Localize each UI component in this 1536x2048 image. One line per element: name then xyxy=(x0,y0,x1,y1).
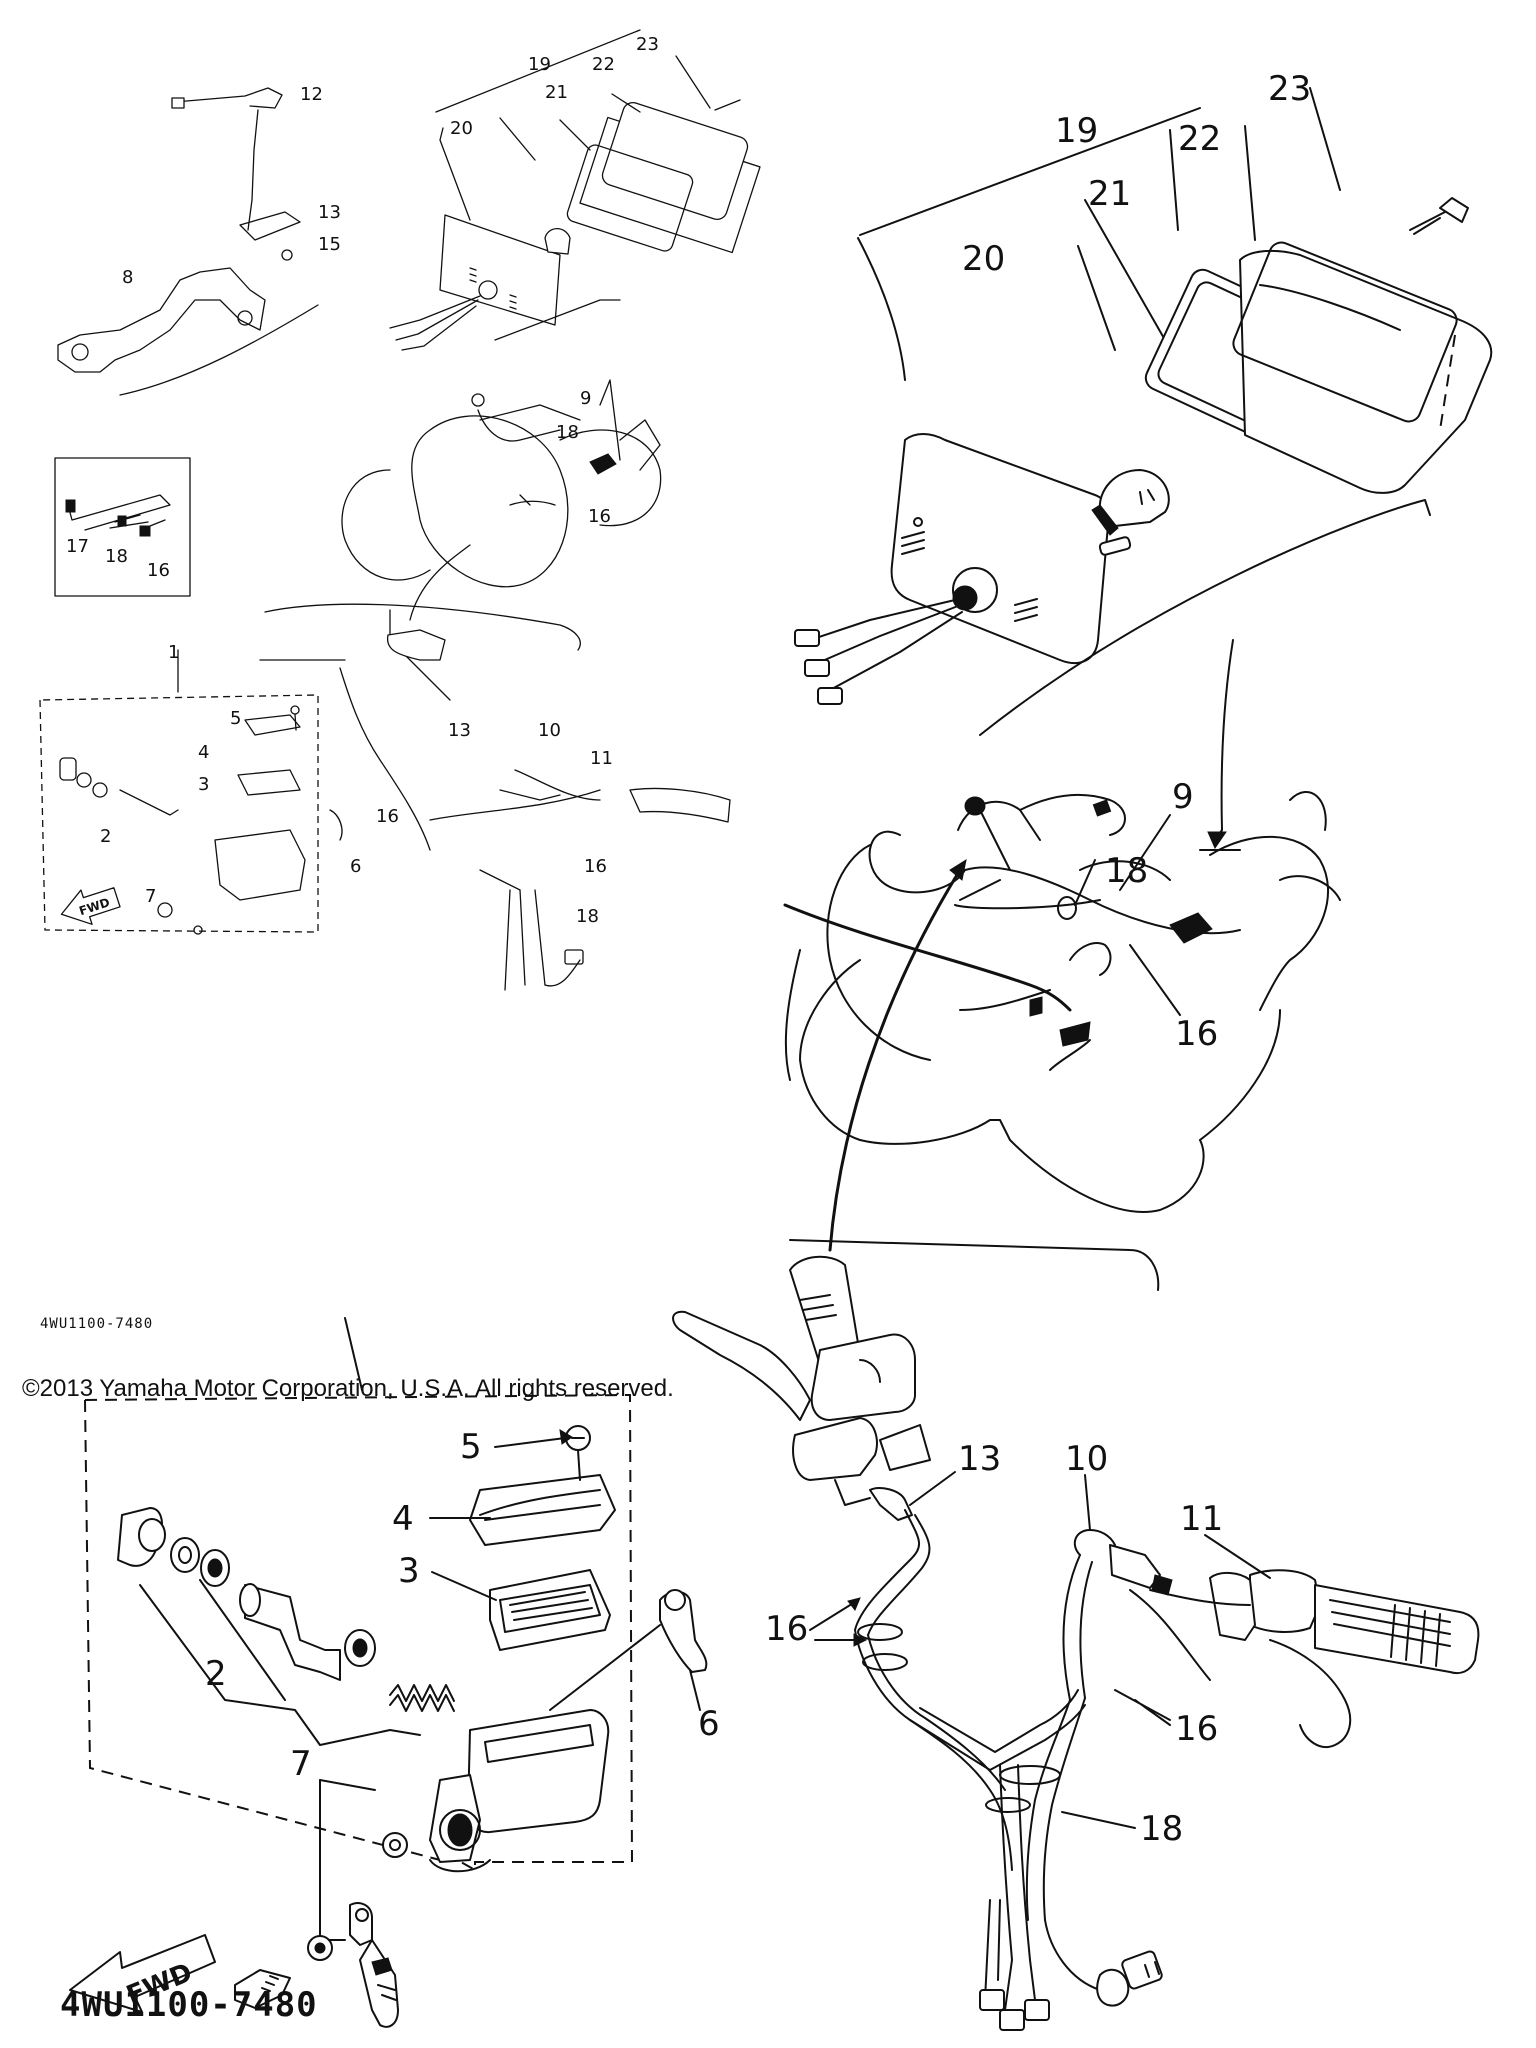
s-callout-15: 15 xyxy=(318,234,341,255)
large-mc-callouts: 5 4 3 2 6 7 xyxy=(205,1427,720,1784)
large-mid-callouts: 9 18 16 xyxy=(1074,777,1218,1054)
s-callout-23: 23 xyxy=(636,34,659,55)
s-callout-6: 6 xyxy=(350,856,361,877)
s-callout-4: 4 xyxy=(198,742,209,763)
small-overview: 12 13 15 8 9 18 16 17 18 16 1 5 4 3 2 6 … xyxy=(39,29,761,991)
s-callout-20: 20 xyxy=(450,118,473,139)
s-callout-18a: 18 xyxy=(556,422,579,443)
s-callout-11: 11 xyxy=(590,748,613,769)
s-callout-19: 19 xyxy=(528,54,551,75)
s-callout-1: 1 xyxy=(168,642,179,663)
l-callout-11: 11 xyxy=(1180,1499,1223,1539)
large-atv-silhouette xyxy=(783,790,1341,1291)
s-callout-8: 8 xyxy=(122,267,133,288)
l-callout-21: 21 xyxy=(1088,174,1131,214)
large-handlebar-group xyxy=(672,1255,1480,2031)
small-tail-light-group xyxy=(389,99,761,351)
s-callout-10: 10 xyxy=(538,720,561,741)
s-callout-14: 13 xyxy=(318,202,341,223)
small-atv-silhouette xyxy=(341,379,662,621)
copyright-notice: ©2013 Yamaha Motor Corporation, U.S.A. A… xyxy=(22,1375,674,1402)
l-callout-7: 7 xyxy=(290,1744,312,1784)
small-handlebar-group xyxy=(259,603,731,991)
part-number-small: 4WU1100-7480 xyxy=(40,1316,154,1332)
s-callout-13: 13 xyxy=(448,720,471,741)
small-fwd-arrow: FWD xyxy=(60,887,121,925)
l-callout-18b: 18 xyxy=(1140,1809,1183,1849)
small-master-cylinder-box xyxy=(39,649,343,935)
s-callout-16b: 16 xyxy=(147,560,170,581)
s-callout-16c: 16 xyxy=(376,806,399,827)
small-inset-box xyxy=(54,457,191,597)
l-callout-5: 5 xyxy=(460,1427,482,1467)
l-callout-3: 3 xyxy=(398,1551,420,1591)
l-callout-13: 13 xyxy=(958,1439,1001,1479)
s-callout-21: 21 xyxy=(545,82,568,103)
small-brake-pedal-group xyxy=(57,87,319,396)
l-callout-23: 23 xyxy=(1268,69,1311,109)
s-callout-18b: 18 xyxy=(105,546,128,567)
small-callouts: 12 13 15 8 9 18 16 17 18 16 1 5 4 3 2 6 … xyxy=(66,29,711,927)
s-callout-16d: 16 xyxy=(584,856,607,877)
l-callout-22: 22 xyxy=(1178,119,1221,159)
l-callout-16b: 16 xyxy=(765,1609,808,1649)
s-callout-18c: 18 xyxy=(576,906,599,927)
l-callout-19: 19 xyxy=(1055,111,1098,151)
l-callout-16c: 16 xyxy=(1175,1709,1218,1749)
s-callout-7: 7 xyxy=(145,886,156,907)
s-callout-16a: 16 xyxy=(588,506,611,527)
large-tail-light-group xyxy=(794,87,1493,850)
s-callout-5: 5 xyxy=(230,708,241,729)
l-callout-4: 4 xyxy=(392,1499,414,1539)
l-callout-20: 20 xyxy=(962,239,1005,279)
part-number-large: 4WU1100-7480 xyxy=(60,1985,318,2025)
s-callout-9: 9 xyxy=(580,388,591,409)
s-callout-3: 3 xyxy=(198,774,209,795)
large-master-cylinder-group xyxy=(84,1317,708,2028)
s-callout-22: 22 xyxy=(592,54,615,75)
s-callout-2: 2 xyxy=(100,826,111,847)
l-callout-16a: 16 xyxy=(1175,1014,1218,1054)
large-handlebar-callouts: 13 10 11 16 16 18 xyxy=(765,1439,1271,1849)
large-top-callouts: 19 21 22 23 20 xyxy=(962,69,1311,279)
l-callout-9: 9 xyxy=(1172,777,1194,817)
l-callout-10: 10 xyxy=(1065,1439,1108,1479)
s-callout-17: 17 xyxy=(66,536,89,557)
s-callout-12: 12 xyxy=(300,84,323,105)
l-callout-2: 2 xyxy=(205,1654,227,1694)
l-callout-6: 6 xyxy=(698,1704,720,1744)
